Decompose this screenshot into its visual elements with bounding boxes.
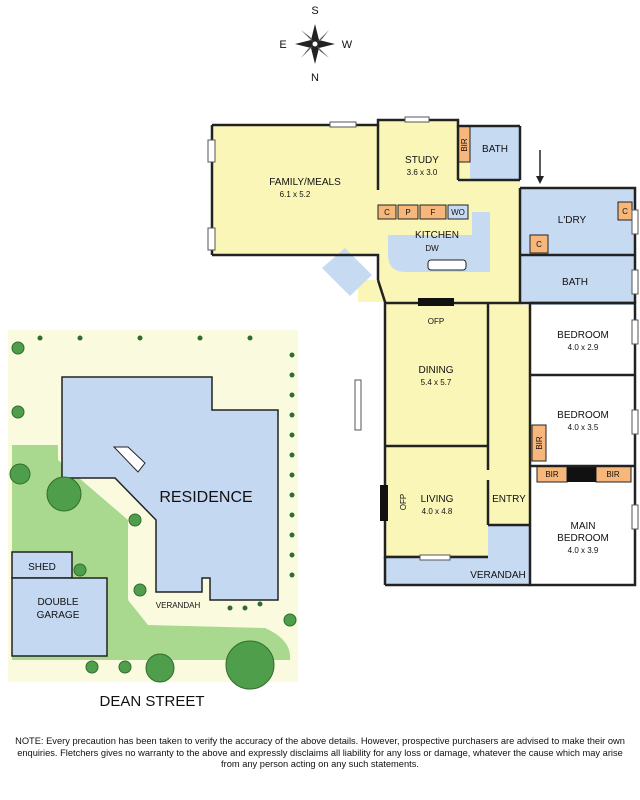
bath-lower-label: BATH xyxy=(562,277,588,288)
garage-label-2: GARAGE xyxy=(37,610,80,621)
site-verandah-label: VERANDAH xyxy=(156,601,201,610)
main-bir-left-label: BIR xyxy=(545,470,559,479)
family-meals-size: 6.1 x 5.2 xyxy=(280,190,311,199)
living-label: LIVING xyxy=(421,494,454,505)
windows xyxy=(207,116,639,561)
residence-footprint xyxy=(61,376,279,601)
cabinet-f-label: F xyxy=(431,208,436,217)
bath-bir-label: BIR xyxy=(460,138,469,152)
dining-label: DINING xyxy=(419,365,454,376)
kitchen-label: KITCHEN xyxy=(415,230,459,241)
bath-c-label: C xyxy=(536,240,542,249)
site-trees xyxy=(9,341,297,690)
family-meals-label: FAMILY/MEALS xyxy=(269,177,341,188)
cabinet-wo xyxy=(447,204,469,220)
kitchen-bench xyxy=(388,212,490,272)
cabinet-p xyxy=(397,204,419,220)
laundry-c-label: C xyxy=(622,207,628,216)
cabinet-p-label: P xyxy=(405,208,410,217)
bedroom2-bir-label: BIR xyxy=(535,436,544,450)
study-label: STUDY xyxy=(405,155,439,166)
fireplace-living xyxy=(380,485,388,521)
entry-label: ENTRY xyxy=(492,494,526,505)
cabinet-c xyxy=(377,204,397,220)
bedroom2-size: 4.0 x 3.5 xyxy=(568,423,599,432)
residence-label: RESIDENCE xyxy=(159,489,252,506)
main-bir-right-label: BIR xyxy=(606,470,620,479)
cabinet-c-label: C xyxy=(384,208,390,217)
shed xyxy=(11,551,73,579)
compass-west-label: W xyxy=(342,39,353,51)
compass-north-label: N xyxy=(311,72,319,84)
double-garage xyxy=(11,577,108,657)
bir-bedroom xyxy=(531,424,547,462)
cabinet-f xyxy=(419,204,447,220)
floor-plan: S N E W xyxy=(8,5,639,710)
living-size: 4.0 x 4.8 xyxy=(422,507,453,516)
street-label: DEAN STREET xyxy=(99,693,204,710)
main-bedroom-label-2: BEDROOM xyxy=(557,533,609,544)
ofp-dining-label: OFP xyxy=(428,317,444,326)
kitchen-sink xyxy=(427,259,467,271)
disclaimer-note: NOTE: Every precaution has been taken to… xyxy=(15,736,625,769)
dishwasher-label: DW xyxy=(425,244,439,253)
bedroom1-size: 4.0 x 2.9 xyxy=(568,343,599,352)
shed-label: SHED xyxy=(28,562,56,573)
dining-size: 5.4 x 5.7 xyxy=(421,378,452,387)
main-bedroom-size: 4.0 x 3.9 xyxy=(568,546,599,555)
verandah-label: VERANDAH xyxy=(470,570,526,581)
bedroom2-label: BEDROOM xyxy=(557,410,609,421)
bedroom1-label: BEDROOM xyxy=(557,330,609,341)
compass-rose xyxy=(295,24,335,64)
back-steps xyxy=(322,248,372,296)
hedge xyxy=(37,335,295,611)
main-bedroom-label-1: MAIN xyxy=(571,521,596,532)
compass-south-label: S xyxy=(311,5,318,17)
garage-label-1: DOUBLE xyxy=(37,597,78,608)
bath-top-label: BATH xyxy=(482,144,508,155)
study-size: 3.6 x 3.0 xyxy=(407,168,438,177)
bath-cabinet-c xyxy=(529,234,549,254)
fireplace-dining xyxy=(418,298,454,306)
bath-top-fill xyxy=(470,126,520,180)
compass-east-label: E xyxy=(279,39,286,51)
cabinet-wo-label: WO xyxy=(451,208,465,217)
laundry-label: L'DRY xyxy=(558,215,587,226)
ofp-living-label: OFP xyxy=(399,494,408,510)
